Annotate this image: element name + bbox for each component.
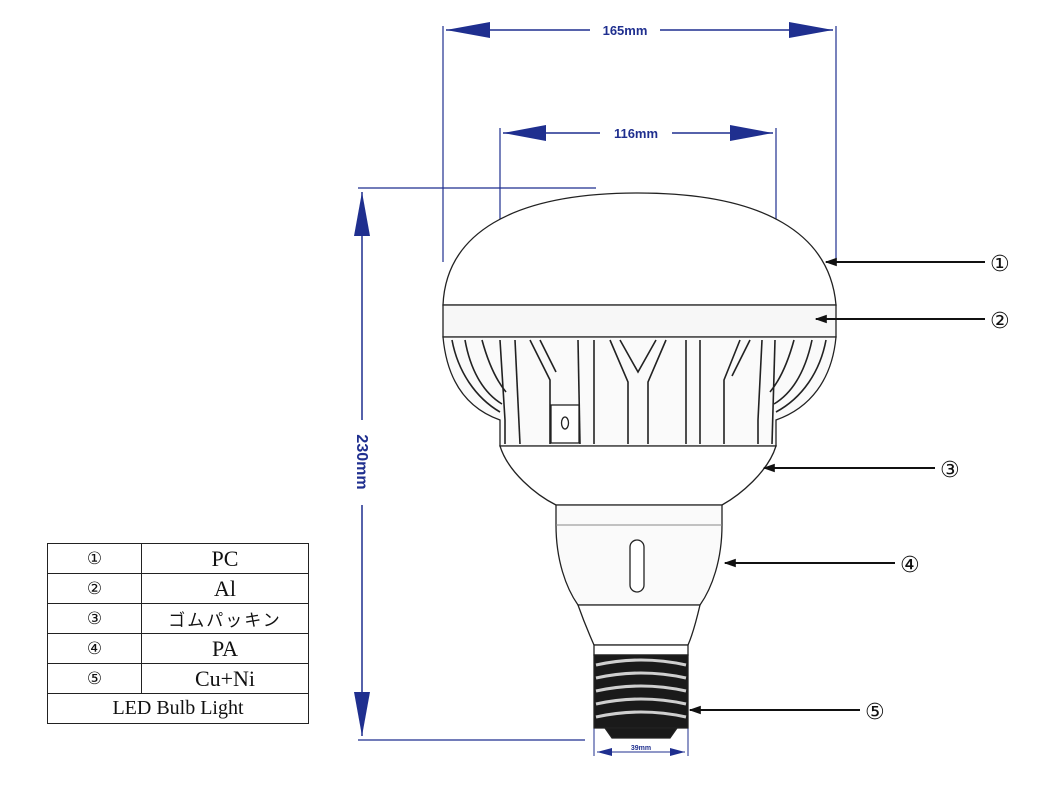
table-row: ④ PA bbox=[47, 633, 309, 664]
legend-material: PA bbox=[141, 633, 309, 664]
inner-width-label: 116mm bbox=[614, 126, 658, 141]
dimension-base-width: 39mm bbox=[593, 728, 689, 756]
legend-material: ゴムパッキン bbox=[141, 603, 309, 634]
table-row: ① PC bbox=[47, 543, 309, 574]
aluminum-ring bbox=[442, 304, 837, 338]
table-row: ⑤ Cu+Ni bbox=[47, 663, 309, 694]
table-caption-row: LED Bulb Light bbox=[47, 693, 309, 724]
dimension-outer-width: 165mm bbox=[442, 22, 837, 262]
bulb-drawing bbox=[442, 192, 837, 739]
e-base-screw bbox=[593, 644, 689, 739]
leader-lines bbox=[688, 257, 985, 715]
rubber-gasket bbox=[499, 445, 777, 506]
legend-material: Cu+Ni bbox=[141, 663, 309, 694]
legend-number: ⑤ bbox=[47, 663, 142, 694]
legend-material: PC bbox=[141, 543, 309, 574]
callout-4: ④ bbox=[900, 553, 920, 578]
outer-width-label: 165mm bbox=[603, 23, 648, 38]
legend-caption: LED Bulb Light bbox=[47, 693, 309, 724]
legend-number: ① bbox=[47, 543, 142, 574]
callout-labels: ① ② ③ ④ ⑤ bbox=[865, 252, 1010, 725]
callout-3: ③ bbox=[940, 458, 960, 483]
legend-material: Al bbox=[141, 573, 309, 604]
dimension-height: 230mm bbox=[353, 187, 596, 741]
legend-number: ② bbox=[47, 573, 142, 604]
callout-5: ⑤ bbox=[865, 700, 885, 725]
callout-1: ① bbox=[990, 252, 1010, 277]
callout-2: ② bbox=[990, 309, 1010, 334]
table-row: ③ ゴムパッキン bbox=[47, 603, 309, 634]
lower-housing bbox=[577, 604, 701, 646]
heatsink-fins bbox=[451, 339, 827, 445]
material-legend-table: ① PC ② Al ③ ゴムパッキン ④ PA ⑤ Cu+Ni LED Bulb… bbox=[47, 543, 309, 724]
heatsink-body bbox=[442, 336, 837, 447]
table-row: ② Al bbox=[47, 573, 309, 604]
legend-number: ③ bbox=[47, 603, 142, 634]
height-label: 230mm bbox=[353, 434, 370, 489]
base-width-label: 39mm bbox=[631, 745, 651, 752]
legend-number: ④ bbox=[47, 633, 142, 664]
pc-dome bbox=[442, 192, 837, 306]
